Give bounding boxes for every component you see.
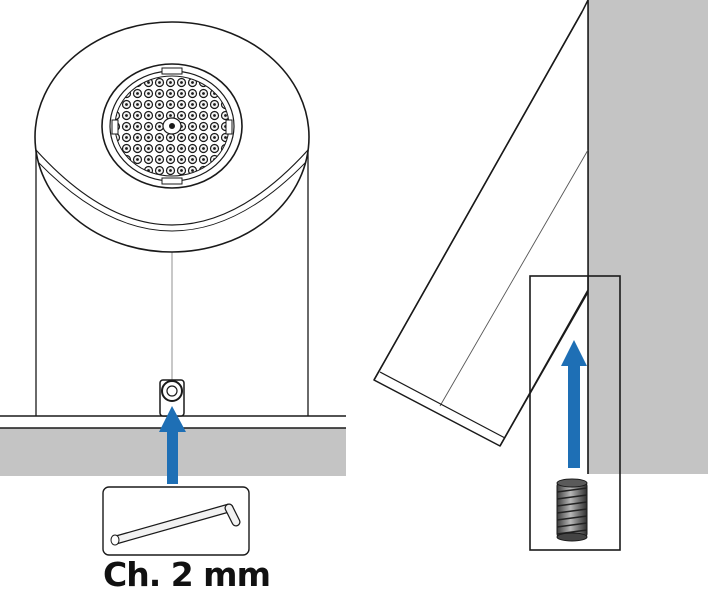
tool-size-label: Ch. 2 mm	[103, 555, 271, 594]
wall	[588, 0, 708, 474]
detail-frame	[529, 275, 621, 551]
shower-head-icon	[34, 21, 310, 253]
arrow-up-icon	[159, 406, 186, 484]
front-view-panel	[0, 21, 346, 556]
shower-arm	[373, 0, 589, 447]
grub-screw-icon	[556, 478, 588, 542]
arrow-up-icon	[561, 340, 587, 468]
side-view-panel	[373, 0, 708, 551]
hex-key-icon	[102, 486, 250, 556]
mounting-bracket	[159, 379, 185, 417]
